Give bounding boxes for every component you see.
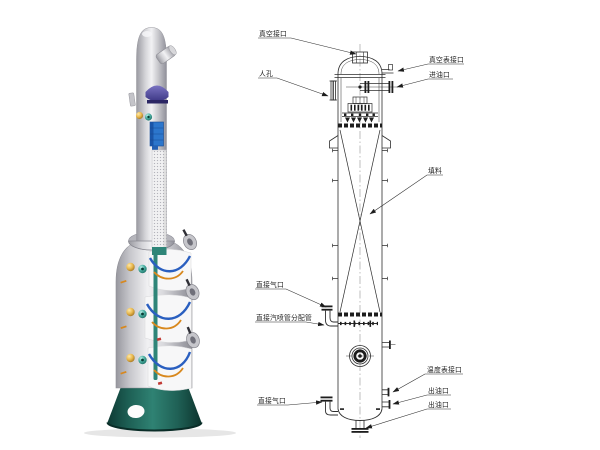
packing-mesh-cutaway [151,149,167,255]
red-fitting [156,337,162,341]
column-side-tab [128,92,136,107]
side-flange [185,278,200,301]
port-fittings [120,262,147,375]
label-oil-outlet-bottom: 出油口 [428,400,449,409]
oil-inlet-pipe [346,81,398,93]
packing-cross [339,129,381,313]
lifting-lug [329,135,339,149]
direct-gas-fitting-mid [321,305,338,327]
oil-outlet-nozzle [382,400,391,409]
label-direct-gas-port-mid: 直接气口 [256,280,284,289]
label-packing: 填料 [428,166,442,175]
leader-direct-gas-mid [255,288,327,308]
schematic-drawing: 真空接口 人孔 真空表接口 进油口 填料 直接气口 直接汽喷管分配管 直接气口 … [255,29,464,438]
label-vacuum-port: 真空接口 [259,29,287,38]
side-flange [186,326,200,349]
internal-orange-pipes [151,270,184,378]
label-steam-spray-distribution-pipe: 直接汽喷管分配管 [256,313,312,322]
side-flange [182,229,197,250]
leader-oil-outlet-upper [392,394,451,405]
wall-stubs [332,148,388,281]
oil-outlet-nozzle [382,387,390,397]
leader-direct-gas-bottom [257,400,323,406]
gold-fitting [135,111,144,120]
red-fitting [157,381,163,385]
internal-coil-pipes [145,255,192,370]
leader-vacuum-gauge-port [397,63,464,72]
label-direct-gas-port-bottom: 直接气口 [258,396,286,405]
bottom-head [337,408,383,433]
leader-lines [255,37,464,429]
lifting-lug [381,135,391,149]
leader-spray-pipe [255,321,325,327]
leader-manhole [258,77,329,97]
labels: 真空接口 人孔 真空表接口 进油口 填料 直接气口 直接汽喷管分配管 直接气口 … [256,29,464,409]
distributor-box [149,121,164,150]
leader-oil-inlet [396,78,453,88]
ground-shadow [84,428,236,438]
sight-glass [346,345,374,367]
leader-oil-outlet-bottom [365,408,451,429]
direct-gas-fitting-bottom [320,396,338,416]
steam-spray-pipe [338,320,378,327]
label-temperature-gauge-port: 温度表接口 [427,365,462,374]
top-side-nozzle [155,45,177,65]
label-oil-inlet: 进油口 [429,70,450,79]
render-3d [84,27,236,438]
side-nozzle [382,340,396,349]
leader-temperature-gauge [392,373,463,393]
skirt-access-hole [127,404,145,419]
leader-vacuum-port [258,37,357,55]
leader-packing [369,174,443,215]
skirt-base [106,384,203,432]
interior-dome-base [147,100,168,104]
vacuum-gauge-nozzle [382,64,394,74]
interior-dome-cutaway [145,85,169,102]
lower-vessel [115,229,200,391]
label-manhole: 人孔 [259,70,273,78]
label-vacuum-gauge-port: 真空表接口 [429,55,464,64]
dome-highlight [142,31,152,37]
label-oil-outlet-upper: 出油口 [428,386,449,395]
upper-column [128,27,177,255]
liquid-distributor [342,96,378,123]
manhole-flange [329,80,337,101]
column-shell [320,51,398,433]
